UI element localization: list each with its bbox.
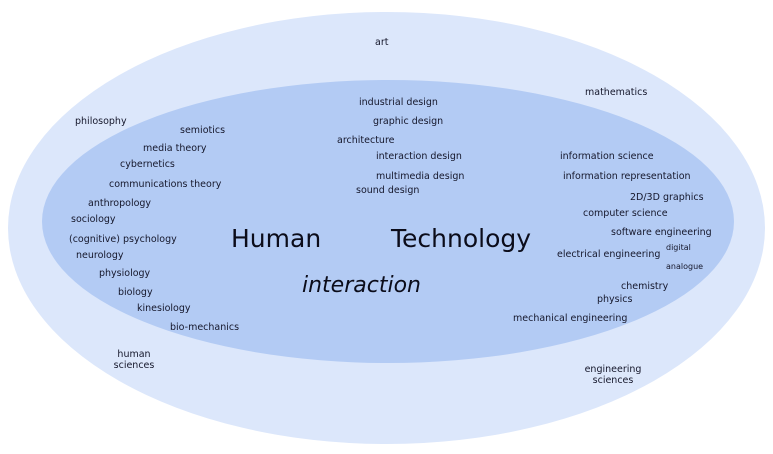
label-anthropology: anthropology [88,198,152,209]
label-computer-science: computer science [583,208,668,219]
label-sound-design: sound design [356,185,420,196]
label-interaction: interaction [302,273,421,298]
label-neurology: neurology [76,250,124,261]
label-engineering-sciences-line1: engineering [584,364,642,375]
label-cognitive-psychology: (cognitive) psychology [69,234,177,245]
label-media-theory: media theory [143,143,207,154]
label-graphic-design: graphic design [373,116,444,127]
label-architecture: architecture [337,135,395,146]
label-electrical-engineering: electrical engineering [557,249,661,260]
label-chemistry: chemistry [621,281,669,292]
label-interaction-design: interaction design [376,151,462,162]
label-human: Human [231,224,322,253]
label-analogue: analogue [666,262,704,271]
label-information-representation: information representation [563,171,691,182]
label-sociology: sociology [71,214,116,225]
label-software-engineering: software engineering [611,227,712,238]
label-communications-theory: communications theory [109,179,222,190]
label-multimedia-design: multimedia design [376,171,465,182]
label-physiology: physiology [99,268,151,279]
label-industrial-design: industrial design [359,97,438,108]
label-human-sciences-line1: human [117,349,151,360]
label-physics: physics [597,294,633,305]
label-human-sciences: human sciences [112,349,156,371]
label-philosophy: philosophy [75,116,127,127]
label-art: art [375,37,389,48]
label-bio-mechanics: bio-mechanics [170,322,240,333]
label-technology: Technology [391,224,532,253]
label-2d3d-graphics: 2D/3D graphics [630,192,704,203]
inner-ellipse [42,80,734,363]
label-human-sciences-line2: sciences [113,360,155,371]
label-mathematics: mathematics [585,87,648,98]
label-digital: digital [666,243,691,252]
label-engineering-sciences: engineering sciences [582,364,644,386]
label-information-science: information science [560,151,654,162]
label-cybernetics: cybernetics [120,159,175,170]
label-mechanical-engineering: mechanical engineering [513,313,628,324]
label-semiotics: semiotics [180,125,226,136]
label-engineering-sciences-line2: sciences [592,375,634,386]
label-kinesiology: kinesiology [137,303,191,314]
label-biology: biology [118,287,153,298]
